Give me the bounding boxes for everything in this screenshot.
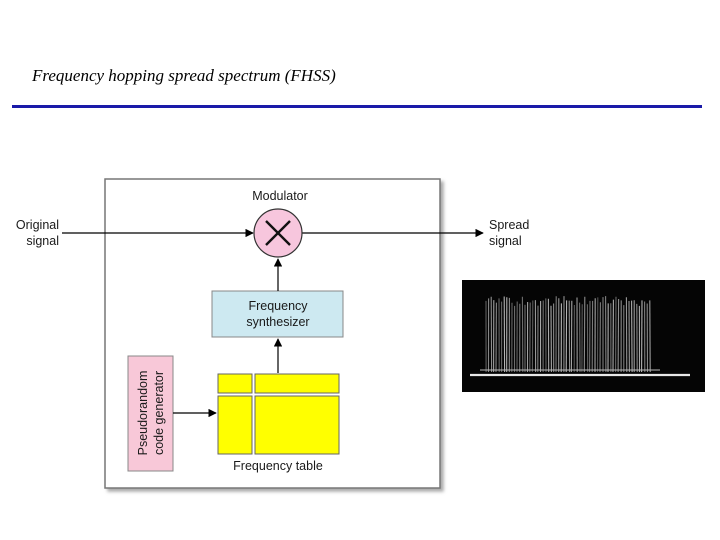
synthesizer-label-line2: synthesizer [246, 315, 309, 329]
spectrum-photo [462, 280, 705, 392]
output-label-line2: signal [489, 234, 522, 248]
prng-label-line2: code generator [152, 371, 166, 455]
frequency-table [217, 373, 340, 455]
modulator-label: Modulator [252, 189, 308, 203]
prng-label-line1: Pseudorandom [136, 371, 150, 456]
spectrum-line [631, 300, 633, 373]
spectrum-line [617, 298, 620, 373]
synthesizer-label-line1: Frequency [248, 299, 308, 313]
frequency-table-label: Frequency table [233, 459, 323, 473]
frequency-synthesizer-box [211, 290, 344, 338]
output-label-line1: Spread [489, 218, 529, 232]
input-label-line1: Original [16, 218, 59, 232]
pseudorandom-generator-box [127, 355, 174, 472]
input-label-line2: signal [26, 234, 59, 248]
spectrum-line [583, 296, 586, 373]
slide-title: Frequency hopping spread spectrum (FHSS) [32, 66, 336, 85]
title-underline [12, 105, 702, 108]
multiply-icon [265, 220, 291, 246]
